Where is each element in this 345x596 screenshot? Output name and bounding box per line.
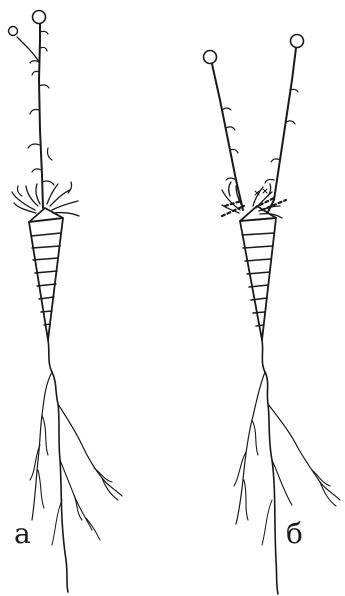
plant-a-stem-hook: [40, 47, 47, 51]
plant-a-rosette-leaf: [52, 201, 78, 210]
plant-a-rosette-leaf: [47, 184, 58, 204]
plant-a-stem-hook: [40, 31, 48, 34]
plant-a-rosette-leaf: [36, 184, 40, 204]
plant-a-stem-hook: [30, 61, 39, 63]
plant-b-stem-hook: [271, 159, 280, 162]
plant-a-root-tail: [48, 340, 68, 592]
plant-a-root-branch: [74, 495, 82, 520]
plant-b-root-branch: [252, 420, 258, 455]
plant-a-stem-hook: [30, 110, 39, 115]
plant-a-stem: [39, 24, 43, 208]
plant-a-stem-hook: [28, 144, 40, 148]
plant-a-root-branch: [86, 518, 100, 540]
plant-b-flower-head-left: [204, 51, 217, 64]
plant-a: [9, 11, 123, 593]
plant-a-root-branch: [38, 470, 44, 508]
plant-a-stem-hook: [42, 181, 54, 185]
plant-b: [204, 35, 341, 595]
figure-label-b: б: [286, 520, 303, 548]
plant-b-flower-head-right: [291, 35, 304, 48]
plant-a-flower-head-side: [9, 27, 18, 36]
plant-b-root-branch: [236, 372, 265, 524]
plant-a-stem-hook: [48, 148, 53, 160]
plant-b-stem-hook: [265, 179, 274, 183]
plant-b-root-tail: [262, 340, 278, 594]
plant-b-stem-hook: [222, 108, 231, 110]
plant-b-stem-hook: [226, 127, 235, 130]
plant-a-stem-hook: [39, 85, 49, 88]
plant-a-rosette-leaf: [12, 192, 35, 210]
plant-a-rosette-leaf: [18, 186, 23, 196]
plant-b-stem-hook: [226, 178, 236, 180]
plant-b-stem-left: [212, 64, 243, 210]
plant-a-stem-hook: [32, 169, 41, 172]
plant-b-root-branch: [244, 480, 248, 520]
plant-b-taproot: [240, 218, 276, 340]
plant-b-stem-right: [268, 48, 296, 212]
plant-a-flower-side-branch: [17, 37, 39, 62]
figure-label-a: а: [14, 520, 31, 548]
plant-b-stem-hook: [286, 121, 295, 124]
plant-a-stem-hook: [32, 71, 39, 75]
plant-a-root-rings: [31, 233, 61, 325]
plant-a-flower-head-top: [33, 11, 46, 24]
plant-a-root-branch: [42, 415, 48, 455]
plant-a-root-branch: [52, 500, 62, 545]
plant-b-root-branch: [262, 500, 272, 545]
